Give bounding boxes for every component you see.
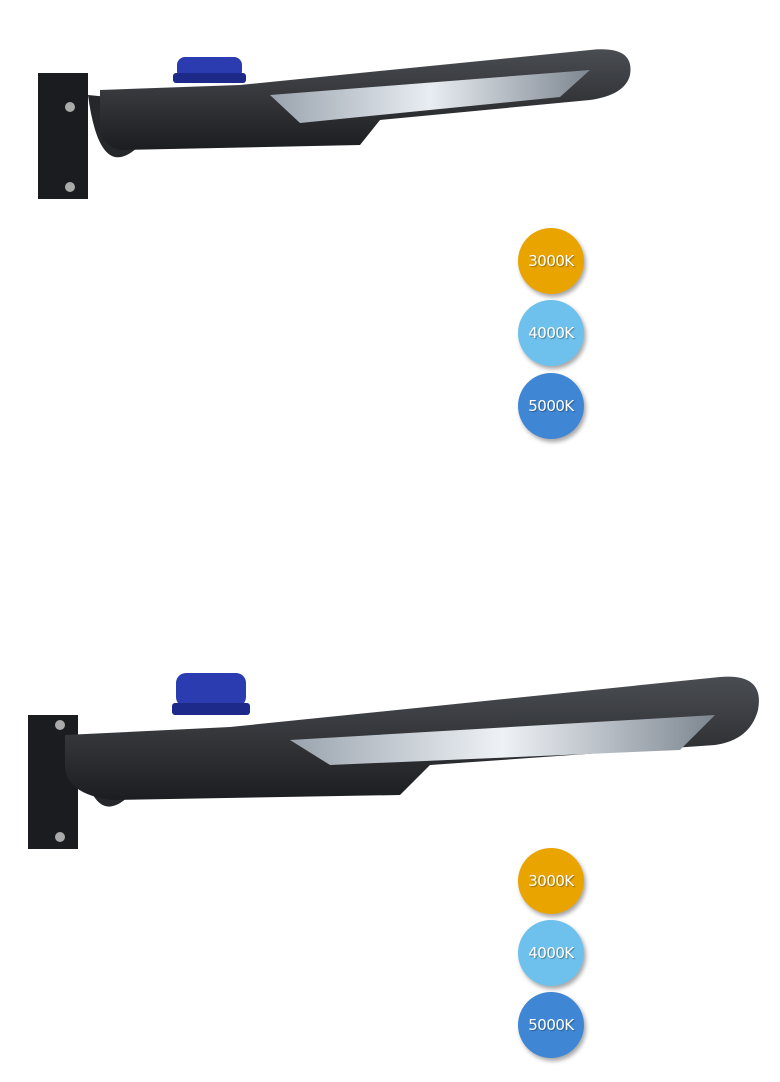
cct-3000k-badge: 3000K bbox=[518, 228, 584, 294]
cct-3000k-badge: 3000K bbox=[518, 848, 584, 914]
cct-5000k-badge: 5000K bbox=[518, 373, 584, 439]
street-light-fixture-image-1 bbox=[38, 49, 631, 199]
cct-5000k-badge: 5000K bbox=[518, 992, 584, 1058]
street-light-fixture-image-2 bbox=[28, 673, 759, 849]
cct-4000k-badge: 4000K bbox=[518, 920, 584, 986]
cct-4000k-badge: 4000K bbox=[518, 300, 584, 366]
